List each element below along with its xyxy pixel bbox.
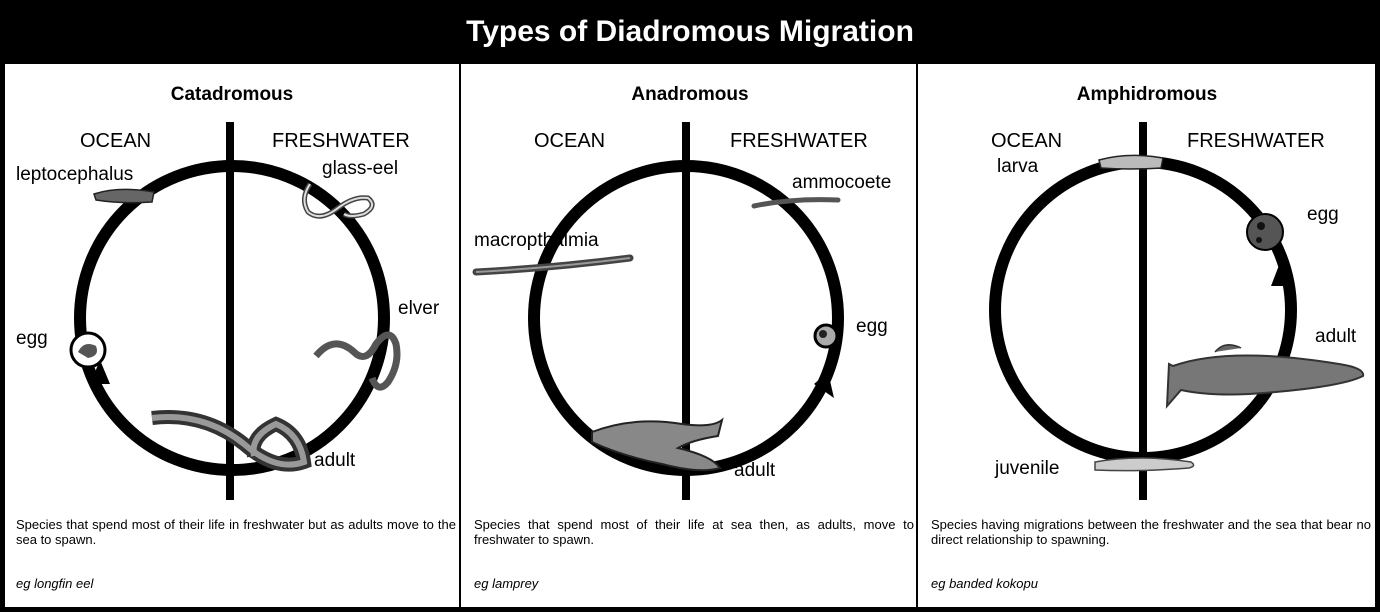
stage-label-macropthalmia: macropthalmia xyxy=(474,230,599,252)
panel-title: Amphidromous xyxy=(919,84,1375,106)
egg-icon xyxy=(1247,214,1283,250)
stage-label-ammocoete: ammocoete xyxy=(792,172,891,194)
figure-title: Types of Diadromous Migration xyxy=(0,0,1380,64)
stage-label-glass-eel: glass-eel xyxy=(322,158,398,180)
leptocephalus-icon xyxy=(94,189,154,202)
stage-label-egg: egg xyxy=(1307,204,1339,226)
freshwater-label: FRESHWATER xyxy=(272,130,410,153)
panel-description: Species having migrations between the fr… xyxy=(931,517,1371,547)
freshwater-label: FRESHWATER xyxy=(730,130,868,153)
panel-description: Species that spend most of their life in… xyxy=(16,517,456,547)
panel-description: Species that spend most of their life at… xyxy=(474,517,914,547)
stage-label-elver: elver xyxy=(398,298,439,320)
stage-label-leptocephalus: leptocephalus xyxy=(16,164,133,186)
juvenile-fish-icon xyxy=(1095,458,1194,471)
panel-title: Anadromous xyxy=(462,84,918,106)
macropthalmia-icon xyxy=(476,258,630,272)
stage-label-adult: adult xyxy=(314,450,355,472)
egg-icon xyxy=(815,325,837,347)
panel-example: eg lamprey xyxy=(474,576,538,591)
ocean-label: OCEAN xyxy=(80,130,151,153)
stage-label-egg: egg xyxy=(856,316,888,338)
ocean-freshwater-boundary xyxy=(1139,122,1147,500)
panel-example: eg banded kokopu xyxy=(931,576,1038,591)
adult-lamprey-icon xyxy=(592,420,722,470)
stage-label-adult: adult xyxy=(1315,326,1356,348)
egg-icon xyxy=(71,333,105,367)
panel-catadromous: Catadromous OCEAN FRESHWATER leptocephal… xyxy=(4,64,460,612)
stage-label-juvenile: juvenile xyxy=(995,458,1059,480)
panel-title: Catadromous xyxy=(4,84,460,106)
panel-anadromous: Anadromous OCEAN FRESHWATER ammocoete ma… xyxy=(462,64,918,612)
stage-label-adult: adult xyxy=(734,460,775,482)
ocean-label: OCEAN xyxy=(534,130,605,153)
ocean-label: OCEAN xyxy=(991,130,1062,153)
stage-label-larva: larva xyxy=(997,156,1038,178)
panel-amphidromous: Amphidromous OCEAN FRESHWATER larva egg … xyxy=(919,64,1375,612)
larva-icon xyxy=(1099,155,1163,169)
stage-label-egg: egg xyxy=(16,328,48,350)
freshwater-label: FRESHWATER xyxy=(1187,130,1325,153)
panel-example: eg longfin eel xyxy=(16,576,93,591)
